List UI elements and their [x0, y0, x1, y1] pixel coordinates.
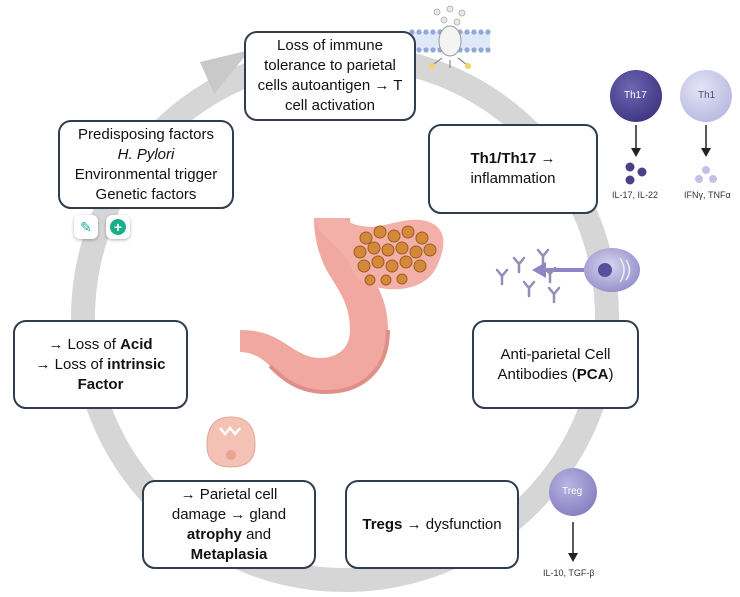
th1-cell-label: Th1 — [698, 90, 716, 101]
inflamed-mucosa-patch — [353, 225, 437, 286]
treg-cell-icon — [549, 468, 597, 516]
tolerance-line-3: cells autoantigen → T — [257, 77, 403, 94]
pca-line-2-post: ) — [608, 365, 614, 383]
tregs-bold: Tregs — [362, 515, 403, 533]
box-tregs: Tregs → dysfunction — [345, 480, 519, 569]
box-th1-th17: Th1/Th17 → inflammation — [428, 124, 598, 214]
parietal-line-3-rest: and — [241, 525, 272, 543]
box-loss-of-tolerance: Loss of immune tolerance to parietal cel… — [244, 31, 416, 121]
parietal-cell-icon — [206, 416, 256, 468]
box-anti-parietal-antibodies: Anti-parietal Cell Antibodies (PCA) — [472, 320, 639, 409]
th-line-2: inflammation — [470, 170, 556, 187]
treg-cytokines-label: IL-10, TGF-β — [543, 568, 595, 578]
tolerance-line-2: tolerance to parietal — [264, 57, 396, 74]
box-loss-of-acid: → Loss of Acid → Loss of intrinsic Facto… — [13, 320, 188, 409]
th-bold: Th1/Th17 — [470, 150, 537, 167]
predisposing-line-3: Environmental trigger — [74, 165, 218, 183]
th17-cytokines-label: IL-17, IL-22 — [612, 190, 659, 200]
pca-line-1: Anti-parietal Cell — [500, 345, 611, 363]
parietal-line-2: damage → gland — [171, 505, 287, 523]
th17-cytokine-dots — [625, 162, 647, 185]
tolerance-line-4: cell activation — [284, 97, 376, 114]
th-arrow: → — [536, 150, 556, 167]
th17-cell-label: Th17 — [624, 90, 647, 101]
pca-line-2-pre: Antibodies ( — [497, 365, 577, 383]
treg-cell-label: Treg — [562, 486, 583, 497]
parietal-line-1: → Parietal cell — [180, 485, 278, 503]
th1-cytokine-dots — [695, 166, 717, 183]
tolerance-line-1: Loss of immune — [277, 37, 383, 54]
edit-pencil-badge-icon: ✎ — [74, 215, 98, 239]
tregs-rest: → dysfunction — [402, 515, 502, 533]
parietal-bold-metaplasia: Metaplasia — [190, 545, 268, 563]
add-badge-icon: + — [106, 215, 130, 239]
antibody-icons — [495, 248, 561, 304]
intrinsic-bold: intrinsic — [107, 355, 166, 373]
membrane-receptor-icon — [408, 5, 491, 69]
stomach-illustration — [240, 218, 444, 395]
box-parietal-damage: → Parietal cell damage → gland atrophy a… — [142, 480, 316, 569]
th1-cytokines-label: IFNγ, TNFα — [684, 190, 731, 200]
acid-line-2-pre: → Loss of — [35, 355, 108, 373]
box-predisposing-factors: Predisposing factors H. Pylori Environme… — [58, 120, 234, 209]
parietal-bold-atrophy: atrophy — [186, 525, 242, 543]
predisposing-line-4: Genetic factors — [95, 185, 197, 203]
pca-bold: PCA — [576, 365, 609, 383]
acid-bold: Acid — [120, 335, 153, 353]
factor-bold: Factor — [77, 375, 124, 393]
cycle-arrowhead — [200, 50, 250, 94]
plasma-cell-icon — [584, 248, 640, 292]
predisposing-line-1: Predisposing factors — [78, 125, 214, 143]
th1-cell-icon — [680, 70, 732, 122]
th17-cell-icon — [610, 70, 662, 122]
predisposing-line-2: H. Pylori — [117, 145, 175, 163]
acid-line-1-pre: → Loss of — [48, 335, 121, 353]
